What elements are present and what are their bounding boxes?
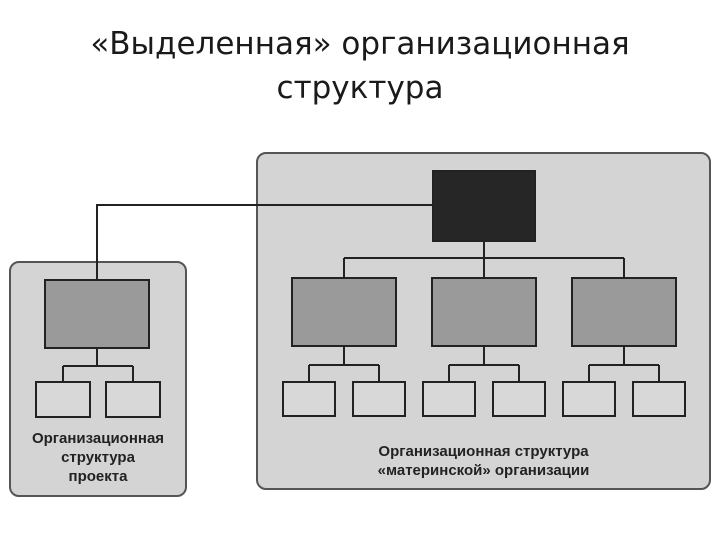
parent-division-box-2 — [431, 277, 537, 347]
parent-unit-box-1 — [282, 381, 336, 417]
project-unit-box-2 — [105, 381, 161, 418]
project-caption-line-1: Организационная — [31, 430, 165, 447]
parent-unit-box-3 — [422, 381, 476, 417]
parent-division-box-3 — [571, 277, 677, 347]
parent-unit-box-2 — [352, 381, 406, 417]
parent-head-box — [432, 170, 536, 242]
parent-unit-box-5 — [562, 381, 616, 417]
slide-title-line-2: структура — [276, 70, 444, 106]
project-unit-box-1 — [35, 381, 91, 418]
project-caption-line-3: проекта — [68, 468, 128, 485]
project-manager-box — [44, 279, 150, 349]
project-structure-panel: Организационная структура проекта — [9, 261, 187, 497]
parent-unit-box-6 — [632, 381, 686, 417]
project-caption-line-2: структура — [61, 449, 135, 466]
project-link-line — [96, 204, 432, 279]
parent-division-box-1 — [291, 277, 397, 347]
parent-caption-line-2: «материнской» организации — [377, 462, 590, 479]
slide-title: «Выделенная» организационная структура — [0, 22, 720, 110]
parent-caption-line-1: Организационная структура — [378, 443, 589, 460]
project-structure-caption: Организационная структура проекта — [11, 429, 185, 486]
parent-structure-caption: Организационная структура «материнской» … — [258, 442, 709, 480]
slide-title-line-1: «Выделенная» организационная — [90, 26, 630, 62]
parent-unit-box-4 — [492, 381, 546, 417]
